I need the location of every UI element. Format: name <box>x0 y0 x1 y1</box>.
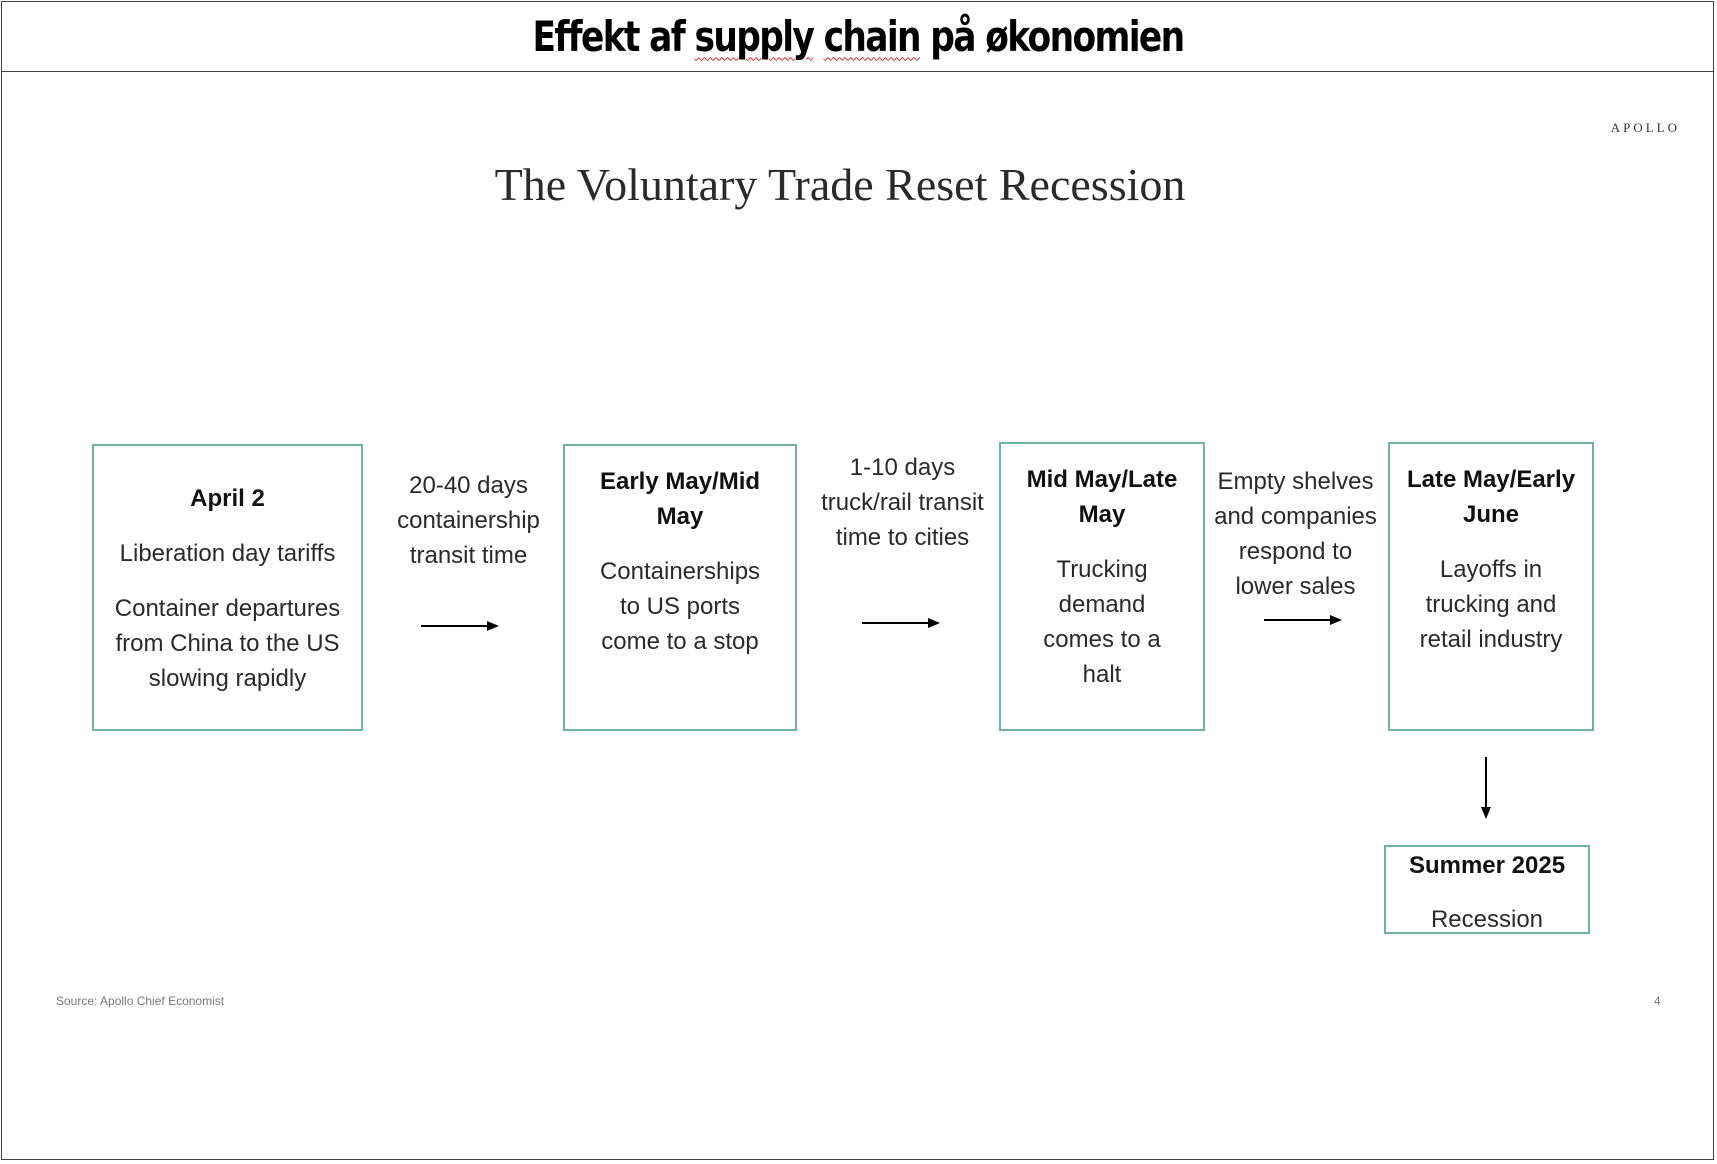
step-box-april-2: April 2 Liberation day tariffs Container… <box>92 444 363 731</box>
header-title-part: Effekt af <box>531 11 695 61</box>
step-description: Container departures from China to the U… <box>114 595 341 692</box>
transition-label: Empty shelves and companies respond to l… <box>1214 468 1377 600</box>
header-title-spellcheck-word: supply <box>694 11 814 61</box>
down-arrow-icon <box>1481 757 1491 819</box>
step-box-mid-may: Mid May/Late May Trucking demand comes t… <box>999 442 1205 731</box>
step-title: Late May/Early June <box>1406 466 1576 528</box>
right-arrow-icon <box>862 618 940 628</box>
header-bar: Effekt af supply chain på økonomien <box>1 1 1714 72</box>
step-description: Liberation day tariffs <box>119 540 336 567</box>
right-arrow-icon <box>421 621 499 631</box>
brand-logo-text: APOLLO <box>1610 120 1680 135</box>
step-title: Early May/Mid May <box>599 468 761 530</box>
step-description: Containerships to US ports come to a sto… <box>599 558 761 655</box>
step-box-late-may: Late May/Early June Layoffs in trucking … <box>1388 442 1594 731</box>
header-title-part: på økonomien <box>919 11 1185 61</box>
transition-label: 20-40 days containership transit time <box>397 472 540 569</box>
right-arrow-icon <box>1264 615 1342 625</box>
step-box-early-may: Early May/Mid May Containerships to US p… <box>563 444 797 731</box>
slide-title: The Voluntary Trade Reset Recession <box>494 159 1186 210</box>
source-note: Source: Apollo Chief Economist <box>56 994 225 1008</box>
transition-label: 1-10 days truck/rail transit time to cit… <box>821 454 984 551</box>
step-box-summer-2025: Summer 2025 Recession <box>1384 845 1590 934</box>
page-number: 4 <box>1654 994 1661 1008</box>
header-title-space <box>813 12 823 61</box>
header-title-spellcheck-word: chain <box>823 11 921 61</box>
step-title: Mid May/Late May <box>1026 466 1178 528</box>
step-title: Summer 2025 <box>1408 852 1566 879</box>
step-description: Layoffs in trucking and retail industry <box>1419 556 1563 653</box>
step-title: April 2 <box>190 485 265 512</box>
step-description: Trucking demand comes to a halt <box>1043 556 1161 688</box>
header-title: Effekt af supply chain på økonomien <box>531 11 1185 61</box>
step-description: Recession <box>1430 906 1544 933</box>
